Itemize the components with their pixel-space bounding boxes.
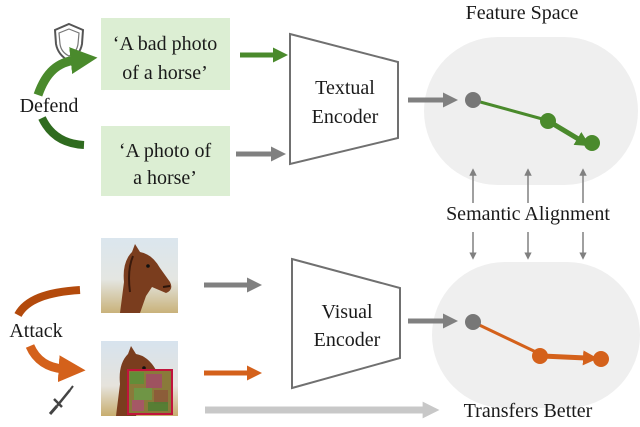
defended-prompt-line-2: of a horse’ [122, 62, 208, 84]
attack-curve-top [14, 286, 81, 318]
visual-encoder-line-2: Encoder [314, 329, 381, 351]
defend-label: Defend [20, 95, 79, 117]
visual-embedding-point-adversarial [593, 351, 609, 367]
text-feature-space [424, 37, 638, 185]
text-embedding-point-defended [584, 135, 600, 151]
defended-prompt-box: ‘A bad photo of a horse’ [101, 18, 230, 90]
textual-encoder: Textual Encoder [289, 32, 399, 166]
visual-embedding-point-middle [532, 348, 548, 364]
clean-horse-image [101, 238, 178, 313]
text-embedding-point-original [465, 92, 481, 108]
attack-curve-bottom [25, 343, 86, 383]
defend-curve-top [33, 47, 98, 97]
original-prompt-line-2: a horse’ [133, 167, 197, 189]
original-prompt-line-1: ‘A photo of [119, 140, 212, 162]
visual-embedding-link-2 [541, 350, 598, 366]
text-embedding-point-middle [540, 113, 556, 129]
defended-prompt-line-1: ‘A bad photo [113, 33, 217, 55]
sword-icon [48, 385, 74, 415]
perturbation-patch [127, 369, 173, 415]
attack-label: Attack [9, 320, 62, 342]
textual-encoder-line-1: Textual [315, 77, 375, 99]
transfers-better-label: Transfers Better [464, 400, 593, 422]
semantic-alignment-arrows-up [469, 168, 587, 203]
shield-icon [53, 22, 85, 63]
visual-encoder: Visual Encoder [291, 257, 401, 390]
visual-encoder-line-1: Visual [321, 301, 372, 323]
text-embedding-link-2 [548, 119, 591, 147]
visual-feature-space [432, 262, 640, 408]
semantic-alignment-label: Semantic Alignment [446, 203, 610, 225]
text-embedding-link-1 [472, 98, 547, 122]
original-prompt-box: ‘A photo of a horse’ [101, 126, 230, 196]
visual-embedding-link-1 [472, 320, 539, 355]
defend-curve-bottom [38, 116, 85, 149]
feature-space-title: Feature Space [466, 2, 579, 24]
semantic-alignment-arrows-down [469, 232, 587, 260]
visual-embedding-point-original [465, 314, 481, 330]
textual-encoder-line-2: Encoder [312, 106, 379, 128]
adversarial-horse-image [101, 341, 178, 416]
